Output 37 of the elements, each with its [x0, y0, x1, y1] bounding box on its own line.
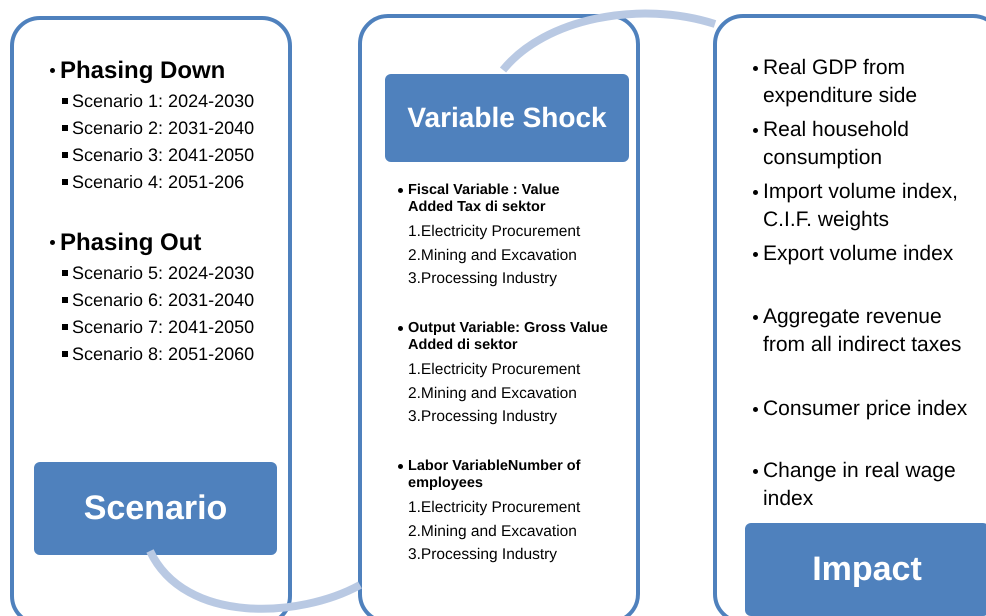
list-item: 3.Processing Industry	[408, 269, 558, 288]
list-item: Scenario 4: 2051-206	[72, 171, 246, 193]
list-item: Scenario 2: 2031-2040	[72, 117, 256, 139]
list-item: 1.Electricity Procurement	[408, 222, 582, 241]
list-item: Export volume index	[763, 241, 954, 267]
list-item: Consumer price index	[763, 396, 968, 422]
list-item: Real GDP from expenditure side	[763, 55, 918, 109]
title-box: Scenario	[34, 462, 277, 555]
list-item: Scenario 7: 2041-2050	[72, 316, 256, 338]
panel-box	[358, 14, 640, 616]
list-item: 3.Processing Industry	[408, 407, 558, 426]
connector-arc	[146, 548, 362, 613]
list-heading: Phasing Out	[60, 228, 202, 257]
list-item: 1.Electricity Procurement	[408, 498, 582, 517]
list-item: Real household consumption	[763, 117, 910, 171]
list-item: Aggregate revenue from all indirect taxes	[763, 304, 962, 358]
list-item: Import volume index, C.I.F. weights	[763, 179, 959, 233]
list-item: Scenario 1: 2024-2030	[72, 90, 256, 112]
list-item: 3.Processing Industry	[408, 545, 558, 564]
list-item: Scenario 6: 2031-2040	[72, 289, 256, 311]
list-item: Scenario 3: 2041-2050	[72, 144, 256, 166]
list-item: Scenario 8: 2051-2060	[72, 343, 256, 365]
title-box: Variable Shock	[385, 74, 629, 162]
panel-box	[713, 14, 986, 616]
connector-arc	[500, 10, 716, 73]
list-item: 2.Mining and Excavation	[408, 384, 578, 402]
list-item: Scenario 5: 2024-2030	[72, 262, 256, 284]
list-heading: Fiscal Variable : Value Added Tax di sektor	[408, 182, 561, 216]
list-item: 2.Mining and Excavation	[408, 246, 578, 264]
list-item: 1.Electricity Procurement	[408, 360, 582, 379]
list-heading: Phasing Down	[60, 56, 226, 85]
list-item: Change in real wage index	[763, 458, 957, 512]
list-item: 2.Mining and Excavation	[408, 522, 578, 540]
panel-box	[10, 16, 292, 616]
title-box: Impact	[745, 523, 986, 616]
list-heading: Output Variable: Gross Value Added di sektor	[408, 320, 608, 354]
list-heading: Labor VariableNumber of employees	[408, 458, 582, 492]
